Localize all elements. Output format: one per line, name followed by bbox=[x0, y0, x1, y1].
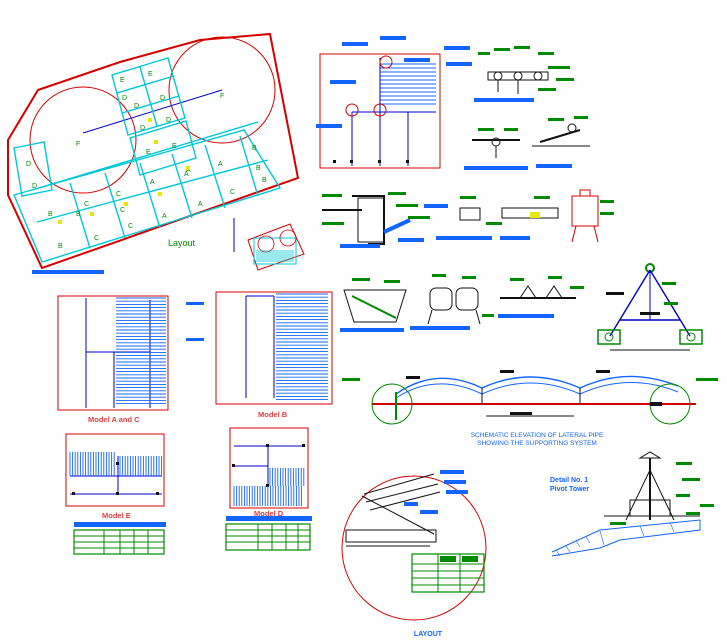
pivot-tower-detail: Detail No. 1 Pivot Tower bbox=[550, 451, 714, 557]
riser-pipe-detail bbox=[322, 192, 448, 248]
plot-letter: D bbox=[122, 95, 127, 102]
plot-letter: B bbox=[58, 243, 63, 250]
model-d-table-header-bar bbox=[226, 516, 312, 521]
plot-letter: F bbox=[220, 93, 224, 100]
layout-caption-bar bbox=[32, 270, 104, 274]
sump-detail bbox=[340, 278, 407, 332]
plot-letter: B bbox=[252, 145, 257, 152]
lateral-pipe-elevation: SCHEMATIC ELEVATION OF LATERAL PIPE SHOW… bbox=[342, 370, 718, 447]
model-d-title: Model D bbox=[254, 509, 284, 518]
plot-grid bbox=[13, 57, 282, 263]
model-e-table bbox=[73, 529, 165, 555]
model-e-plan: Model E bbox=[65, 433, 166, 555]
model-e-title: Model E bbox=[102, 511, 131, 520]
pivot-circle-left bbox=[29, 86, 137, 194]
plot-letter: E bbox=[146, 149, 151, 156]
yellow-marks bbox=[58, 118, 190, 224]
lateral-joint-detail bbox=[498, 276, 584, 318]
model-e-hatch-left bbox=[69, 452, 115, 476]
plot-letter: C bbox=[120, 207, 125, 214]
farm-layout-plan: F F E E D D D D E E D D D B B C C A A A … bbox=[7, 32, 300, 274]
plot-letter: E bbox=[148, 71, 153, 78]
model-d-table bbox=[225, 523, 311, 551]
plot-letter: D bbox=[160, 95, 165, 102]
plot-letter: D bbox=[140, 125, 145, 132]
plot-letter-group: F F E E D D D D E E D D D B B C C A A A … bbox=[26, 71, 267, 250]
model-e-table-header-bar bbox=[74, 522, 166, 527]
plot-letter: A bbox=[218, 161, 223, 168]
coupling-detail bbox=[436, 196, 559, 240]
model-e-hatch-right bbox=[119, 456, 163, 476]
model-d-hatch-bottom bbox=[233, 486, 303, 506]
plot-letter: A bbox=[198, 201, 203, 208]
plot-letter: C bbox=[84, 201, 89, 208]
plot-letter: D bbox=[166, 117, 171, 124]
model-a-c-plan: Model A and C bbox=[57, 295, 204, 424]
plot-letter: D bbox=[26, 161, 31, 168]
schematic-caption-line1: SCHEMATIC ELEVATION OF LATERAL PIPE bbox=[471, 432, 604, 439]
plot-letter: C bbox=[94, 235, 99, 242]
hydrant-plan-detail bbox=[316, 36, 472, 169]
plot-letter: A bbox=[186, 167, 191, 174]
key-plan-thumbnail bbox=[247, 223, 305, 271]
valve-assembly-detail bbox=[474, 46, 574, 102]
model-d-hatch-right bbox=[269, 468, 305, 486]
plot-letter: F bbox=[76, 141, 80, 148]
filter-tank-detail bbox=[571, 189, 614, 243]
model-b-title: Model B bbox=[258, 410, 288, 419]
plot-letter: E bbox=[172, 143, 177, 150]
plot-letter: B bbox=[76, 211, 81, 218]
detail-title-line2: Pivot Tower bbox=[550, 486, 589, 493]
a-frame-tower-detail bbox=[597, 263, 703, 351]
plot-letter: B bbox=[262, 177, 267, 184]
plot-letter: A bbox=[162, 213, 167, 220]
plot-letter: A bbox=[150, 179, 155, 186]
plot-letter: A bbox=[184, 171, 189, 178]
model-b-plan: Model B bbox=[215, 291, 333, 419]
plot-letter: C bbox=[128, 223, 133, 230]
model-a-c-title: Model A and C bbox=[88, 415, 140, 424]
bottom-layout-circle: LAYOUT bbox=[341, 470, 487, 638]
twin-tank-detail bbox=[410, 274, 494, 330]
schematic-caption-line2: SHOWING THE SUPPORTING SYSTEM bbox=[477, 440, 597, 447]
plot-letter: E bbox=[120, 77, 125, 84]
plot-letter: B bbox=[256, 165, 261, 172]
plot-letter: C bbox=[230, 189, 235, 196]
plot-letter: B bbox=[48, 211, 53, 218]
detail-title-line1: Detail No. 1 bbox=[550, 477, 588, 484]
plot-letter: D bbox=[32, 183, 37, 190]
farm-boundary bbox=[7, 32, 300, 270]
pivot-circle-right bbox=[168, 36, 276, 144]
bottom-layout-title: LAYOUT bbox=[414, 631, 443, 638]
model-d-plan: Model D bbox=[225, 427, 312, 551]
layout-title: Layout bbox=[168, 238, 196, 248]
plot-letter: D bbox=[134, 103, 139, 110]
layout-legend-table bbox=[411, 553, 485, 593]
plot-letter: C bbox=[116, 191, 121, 198]
pipe-fitting-details bbox=[464, 116, 590, 170]
model-a-c-hatch bbox=[116, 297, 166, 405]
model-b-hatch bbox=[276, 293, 328, 401]
